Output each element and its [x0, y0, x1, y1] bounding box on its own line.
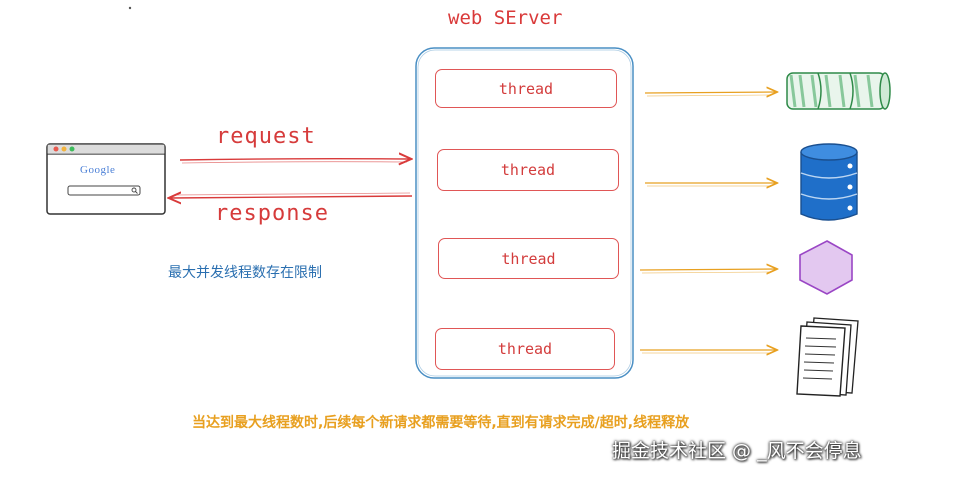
waiting-note: 当达到最大线程数时,后续每个新请求都需要等待,直到有请求完成/超时,线程释放 — [192, 415, 690, 431]
documents-icon — [796, 317, 859, 397]
thread-label: thread — [497, 340, 553, 358]
response-arrow — [170, 196, 413, 198]
hexagon-icon — [799, 240, 853, 295]
thread-3-arrow — [639, 269, 776, 270]
thread-box-3: thread — [438, 238, 619, 279]
thread-box-4: thread — [435, 328, 615, 370]
thread-1-arrow — [644, 92, 776, 93]
response-label: response — [215, 201, 329, 226]
browser-logo: Google — [80, 164, 115, 176]
stray-dot — [128, 6, 132, 10]
thread-label: thread — [501, 249, 556, 268]
web-server-box — [415, 47, 634, 379]
watermark: 掘金技术社区 @ _风不会停息 — [612, 440, 862, 462]
thread-label: thread — [500, 161, 556, 179]
green-cylinder-icon — [786, 72, 891, 110]
thread-box-2: thread — [437, 149, 619, 191]
browser-logo-text: Google — [80, 164, 116, 176]
browser-window-icon — [46, 143, 166, 215]
thread-label: thread — [498, 79, 554, 98]
concurrency-limit-note: 最大并发线程数存在限制 — [168, 265, 322, 281]
request-arrow — [179, 159, 410, 160]
request-label: request — [216, 124, 316, 149]
web-server-title: web SErver — [448, 7, 563, 29]
thread-box-1: thread — [435, 69, 617, 108]
database-icon — [800, 143, 858, 221]
